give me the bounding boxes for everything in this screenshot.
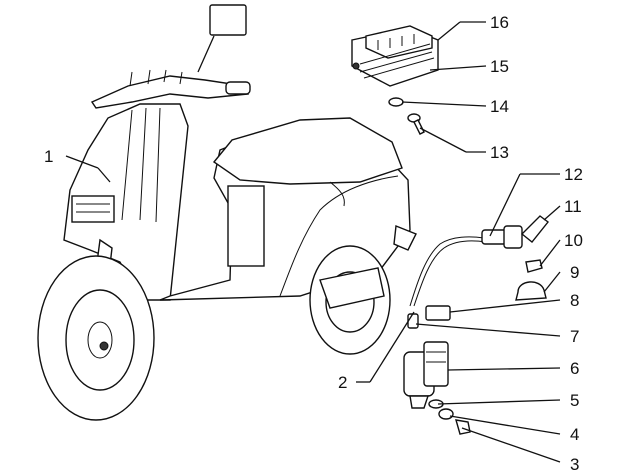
leader-lines xyxy=(65,21,561,463)
callout-16: 16 xyxy=(490,13,509,32)
callout-13: 13 xyxy=(490,143,509,162)
screw xyxy=(407,113,425,135)
callout-6: 6 xyxy=(570,359,579,378)
nut xyxy=(455,419,471,435)
mirror xyxy=(209,4,247,36)
callout-11: 11 xyxy=(564,197,582,216)
handlebar xyxy=(90,75,249,109)
body-wire xyxy=(279,175,399,297)
callout-2: 2 xyxy=(338,373,347,392)
seat xyxy=(212,117,403,185)
voltage-regulator xyxy=(351,25,439,87)
spark-plug-cap-assembly xyxy=(409,215,549,307)
callout-14: 14 xyxy=(490,97,509,116)
callout-5: 5 xyxy=(570,391,579,410)
spring-washer xyxy=(438,408,454,420)
scooter-drawing xyxy=(37,4,417,421)
terminal xyxy=(407,313,419,329)
callout-4: 4 xyxy=(570,425,579,444)
body-wire-2 xyxy=(329,181,345,207)
handle-grip xyxy=(225,81,251,95)
body-panel xyxy=(227,185,265,267)
mirror-stem xyxy=(197,35,215,73)
grille-lines xyxy=(76,203,110,213)
exhaust xyxy=(319,267,385,309)
ht-coil xyxy=(403,341,449,409)
callout-10: 10 xyxy=(564,231,583,250)
shield-wiring xyxy=(121,107,161,223)
front-axle xyxy=(99,341,109,351)
washer xyxy=(388,97,404,107)
callout-9: 9 xyxy=(570,263,579,282)
callout-1: 1 xyxy=(44,147,53,166)
rubber-cap xyxy=(515,281,547,301)
callout-3: 3 xyxy=(570,455,579,474)
callout-12: 12 xyxy=(564,165,583,184)
front-grille xyxy=(71,195,115,223)
front-hub xyxy=(87,321,113,359)
handlebar-cables xyxy=(129,69,183,87)
seal xyxy=(525,259,543,273)
front-rim xyxy=(65,289,135,391)
front-shield xyxy=(63,103,189,301)
connector xyxy=(425,305,451,321)
rear-mudguard xyxy=(393,225,417,251)
callout-15: 15 xyxy=(490,57,509,76)
callout-8: 8 xyxy=(570,291,579,310)
callout-7: 7 xyxy=(570,327,579,346)
